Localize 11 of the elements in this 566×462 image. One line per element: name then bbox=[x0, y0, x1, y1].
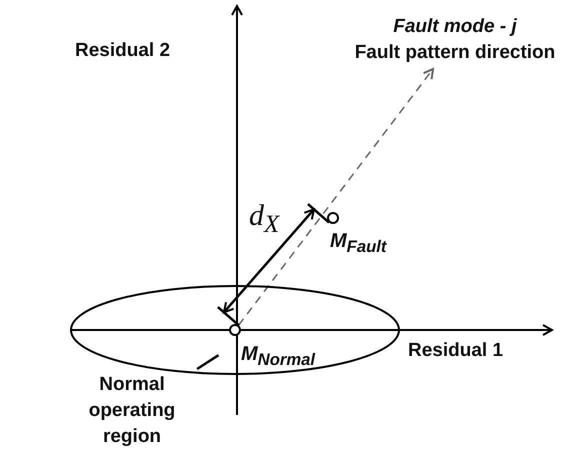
axis-label: Residual 2 bbox=[75, 40, 170, 62]
axis-label: Residual 1 bbox=[408, 340, 504, 362]
arrow bbox=[238, 68, 434, 326]
direction-label: Fault pattern direction bbox=[354, 41, 556, 65]
region-label: Normal operating region bbox=[88, 373, 176, 449]
arrow bbox=[222, 208, 315, 314]
edge-label: d$_{X}$ bbox=[248, 198, 280, 239]
point-label: M$_{Normal}$ bbox=[241, 343, 316, 370]
leader-line bbox=[196, 354, 220, 370]
direction-label: Fault mode - j bbox=[392, 15, 518, 39]
point-label: M$_{Fault}$ bbox=[330, 230, 386, 257]
